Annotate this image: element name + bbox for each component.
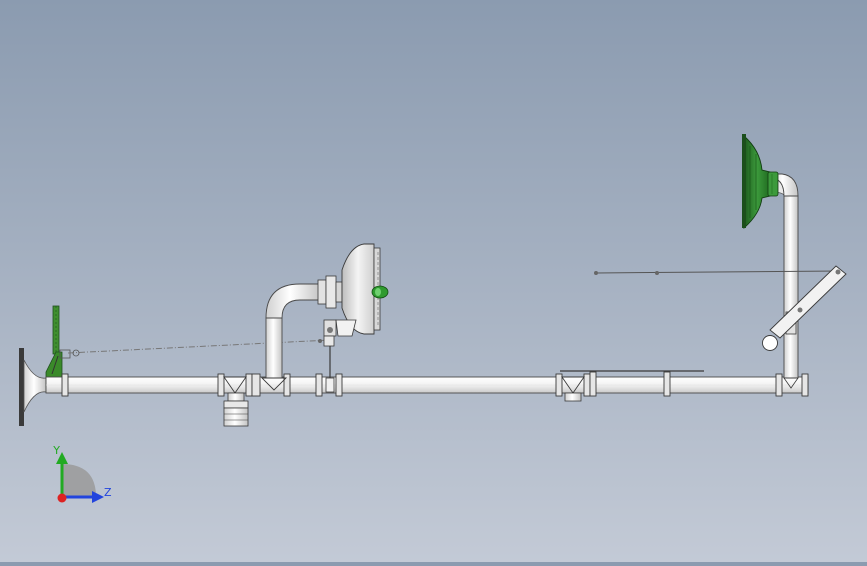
eyewash-bowl — [341, 243, 389, 335]
eyewash-valve — [323, 319, 357, 393]
x-axis-dot — [57, 493, 67, 503]
eyewash-riser — [260, 275, 343, 391]
main-supply-pipe — [45, 376, 809, 394]
pipe-couplings — [61, 371, 809, 397]
shower-pull-rod — [594, 270, 841, 275]
tee-fitting-left — [223, 376, 249, 427]
coordinate-triad: Y Z — [52, 444, 112, 503]
base-flange — [19, 348, 47, 426]
shower-head — [742, 134, 779, 229]
triad-plane — [62, 464, 96, 497]
y-axis-label: Y — [52, 444, 60, 457]
tee-fitting-right — [561, 376, 585, 402]
z-axis-label: Z — [104, 486, 112, 499]
pull-rod-left — [67, 339, 331, 357]
shower-lever-arm — [762, 265, 847, 351]
shower-riser — [769, 173, 799, 389]
